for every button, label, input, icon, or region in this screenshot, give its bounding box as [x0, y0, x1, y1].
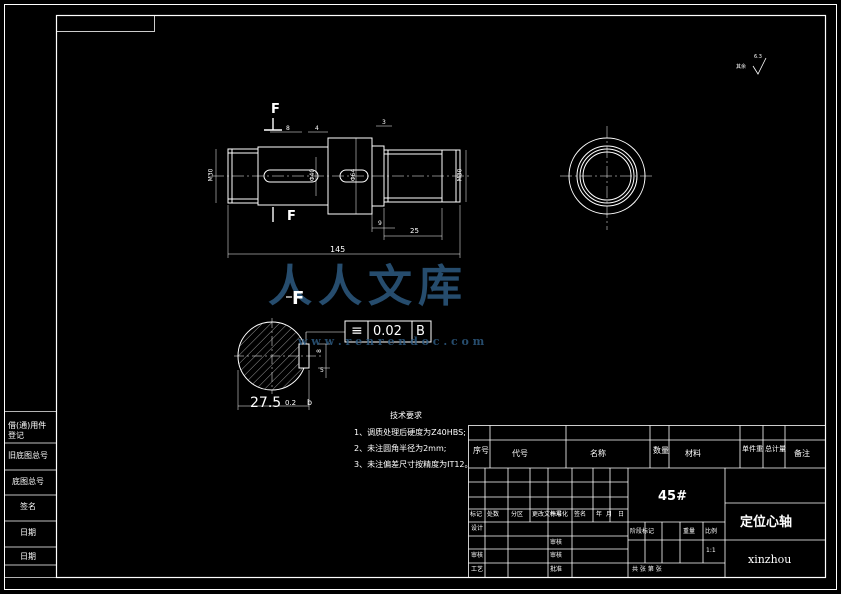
- section-label-bottom: F: [287, 209, 296, 224]
- section-width-dim: 27.5: [250, 395, 282, 411]
- tb-code: 代号: [512, 449, 528, 458]
- dimension-lines: [215, 125, 467, 258]
- left-strip-row-4: 签名: [20, 502, 36, 511]
- dim-mid: Φ40: [309, 168, 317, 182]
- tb-stage: 阶段标记: [630, 528, 655, 535]
- tb-rev-count: 处数: [487, 511, 500, 518]
- section-tol-dim: 0.2: [285, 399, 297, 407]
- dim-8: 8: [286, 125, 290, 132]
- tb-seq: 序号: [473, 446, 489, 455]
- outer-border: [4, 4, 837, 590]
- tb-material-h: 材料: [685, 449, 701, 458]
- tb-total: 总计量: [765, 445, 786, 453]
- left-strip-row-2: 旧底图总号: [8, 451, 48, 460]
- surface-finish-label: 其余: [736, 64, 747, 70]
- dim-shoulder: Φ64: [350, 168, 358, 182]
- section-markers: [264, 118, 282, 222]
- watermark-main: 人人文库: [268, 261, 468, 312]
- tb-rev-doc: 更改文件号: [532, 511, 563, 518]
- section-b-dim: b: [307, 398, 313, 407]
- section-f-view: [234, 296, 345, 410]
- dim-4: 4: [315, 125, 319, 132]
- section-small-dim: 5: [320, 367, 324, 374]
- section-label-top: F: [271, 102, 280, 117]
- dim-m30-left: M30: [207, 168, 215, 182]
- surface-finish-value: 6.3: [754, 54, 762, 60]
- tb-sign-a1: 设计: [471, 525, 484, 532]
- section-view-label: F: [292, 288, 305, 309]
- left-strip-row-3: 底图总号: [12, 477, 44, 486]
- keyway-right: [339, 169, 369, 183]
- tb-sign-b3: 审核: [550, 552, 563, 559]
- tb-sign-a4: 工艺: [471, 566, 484, 573]
- tolerance-frame: [344, 320, 432, 343]
- tb-sign-b4: 批准: [550, 566, 563, 573]
- tb-rev-m: 月: [606, 511, 613, 518]
- top-left-box: [56, 15, 155, 32]
- dim-9: 9: [378, 220, 382, 227]
- tb-remark: 备注: [794, 449, 810, 458]
- inner-border: [55, 14, 827, 579]
- left-strip: [4, 411, 57, 578]
- tb-material: 45#: [658, 489, 687, 504]
- tech-req-title: 技术要求: [390, 411, 422, 420]
- dim-3: 3: [382, 119, 386, 126]
- tech-req-item-1: 1、调质处理后硬度为Z40HBS;: [354, 428, 466, 437]
- dim-145: 145: [330, 245, 346, 254]
- tb-rev-y: 年: [596, 511, 603, 518]
- tb-scale-h: 比例: [705, 528, 718, 535]
- dim-25: 25: [410, 227, 419, 235]
- tb-unit-weight: 单件重: [742, 445, 763, 453]
- tb-rev-mark: 标记: [470, 511, 483, 518]
- tolerance-value: 0.02: [373, 324, 402, 339]
- section-offset-dim: 8: [315, 349, 323, 353]
- left-strip-row-5: 日期: [20, 528, 36, 537]
- left-strip-row-1: 借(通)用件登记: [8, 421, 47, 440]
- tolerance-symbol: ≡: [351, 323, 363, 339]
- tb-scale: 1:1: [706, 547, 716, 554]
- tb-sheet: 共 张 第 张: [632, 566, 662, 573]
- tb-sign-a3: 审核: [471, 552, 484, 559]
- tolerance-datum: B: [416, 324, 425, 339]
- tech-req-item-3: 3、未注偏差尺寸按精度为IT12。: [354, 460, 473, 469]
- tb-sign-b1: 标准化: [550, 511, 569, 518]
- title-block-grid: [468, 425, 826, 578]
- watermark-url: w w w . r e n r e n d o c . c o m: [298, 335, 485, 348]
- tech-req-item-2: 2、未注圆角半径为2mm;: [354, 444, 447, 453]
- left-strip-row-6: 日期: [20, 552, 36, 561]
- end-view-centerlines: [560, 126, 654, 230]
- tb-drawing-no: xinzhou: [748, 553, 792, 566]
- surface-finish-symbol: [752, 57, 767, 75]
- tb-rev-zone: 分区: [511, 511, 524, 518]
- dim-m30-right: M30: [456, 168, 464, 182]
- tb-rev-d: 日: [618, 511, 625, 518]
- tb-rev-sign: 签名: [574, 511, 587, 518]
- tb-qty: 数量: [653, 446, 669, 455]
- tb-weight: 重量: [683, 528, 696, 535]
- tb-part-name: 定位心轴: [740, 515, 793, 530]
- tb-name: 名称: [590, 449, 606, 458]
- tb-sign-b2: 审核: [550, 539, 563, 546]
